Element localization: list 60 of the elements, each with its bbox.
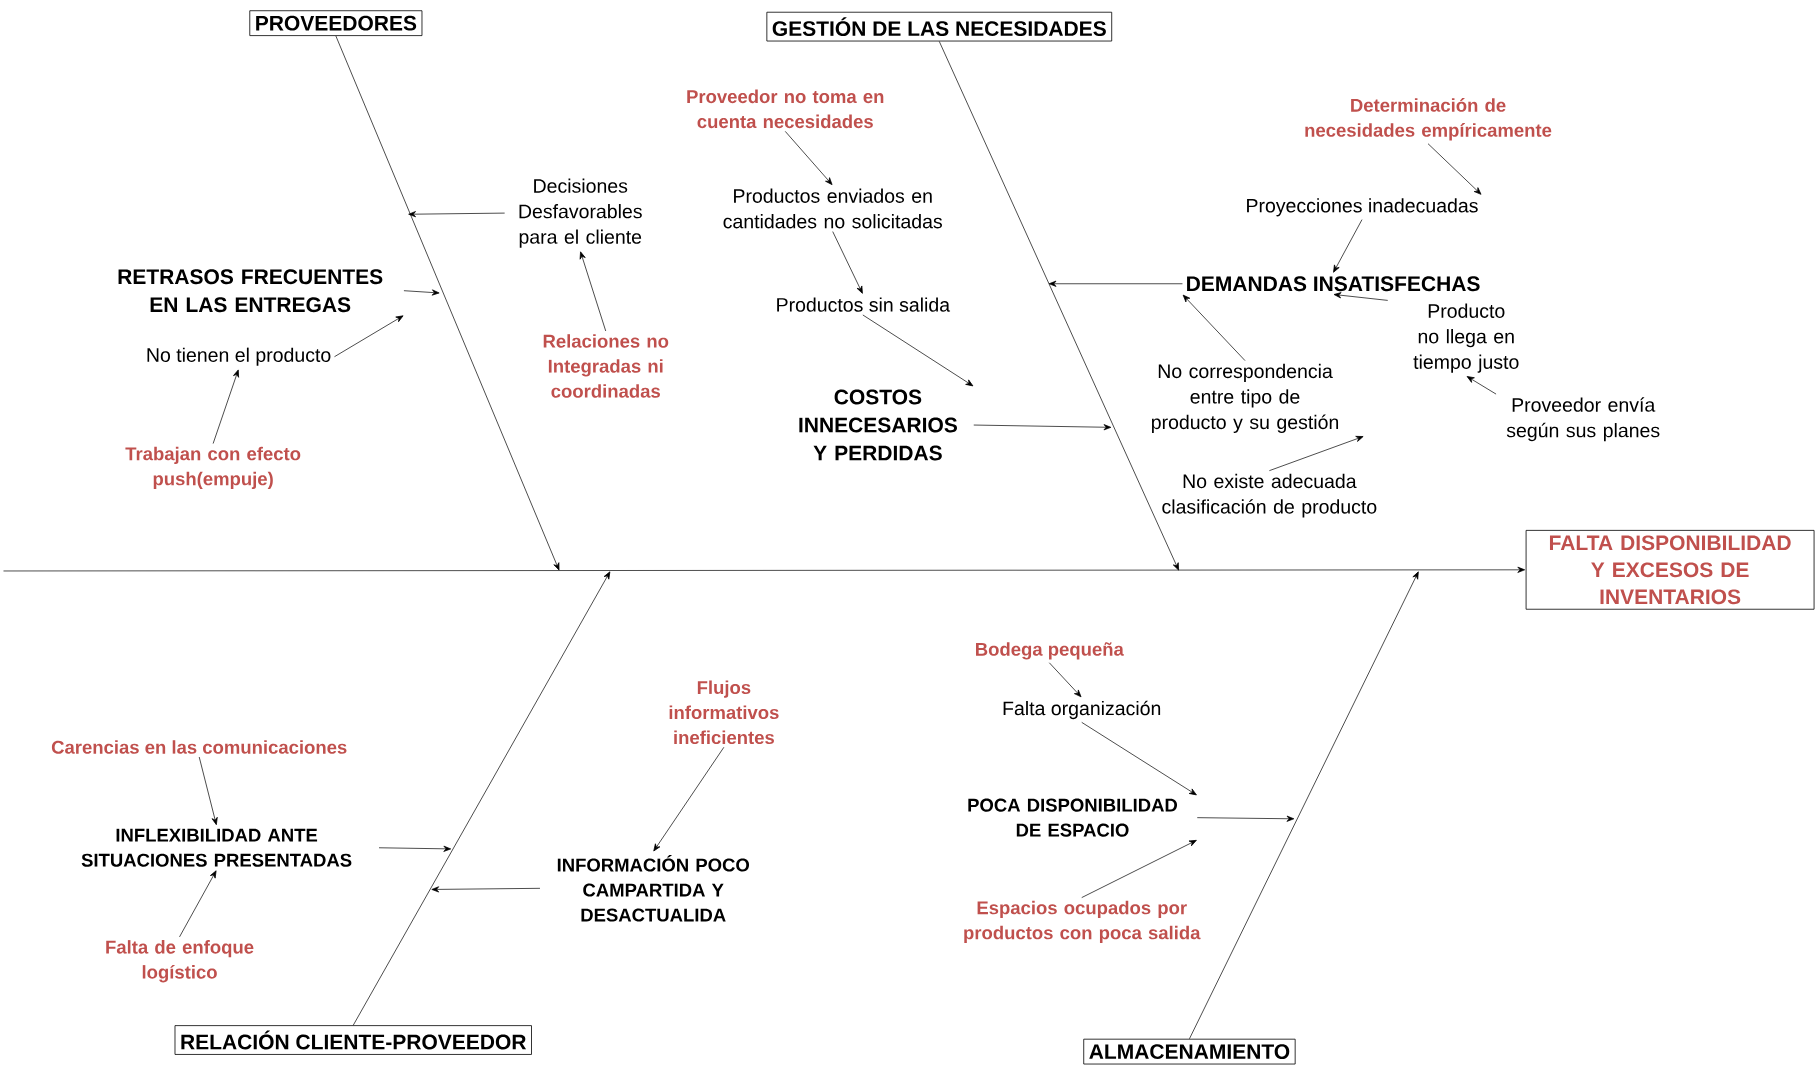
arrow [862,314,974,387]
category-box: GESTIÓN DE LAS NECESIDADES [766,11,1113,42]
cause-label: Producto no llega en tiempo justo [1413,303,1519,373]
arrow [784,131,833,185]
arrow [198,756,218,825]
problem-label: INFORMACIÓN POCO CAMPARTIDA Y DESACTUALIDA [557,855,750,922]
arrow [579,251,607,332]
cause-label: Proyecciones inadecuadas [1247,198,1478,217]
root-cause-label: Determinación de necesidades empíricamente [1305,98,1552,141]
arrow [334,315,404,358]
arrow [1466,376,1497,395]
cause-label: Productos sin salida [777,297,951,312]
bone-arrow [335,35,560,571]
root-cause-label: Bodega pequeña [976,642,1124,660]
bone-arrow [352,571,611,1026]
arrow [973,424,1112,431]
arrow [1048,280,1183,287]
root-cause-label: Trabajan con efecto push(empuje) [125,446,301,489]
arrow [832,231,863,294]
arrow [403,289,440,296]
arrow [408,211,505,218]
problem-label: COSTOS INNECESARIOS Y PERDIDAS [799,389,957,461]
root-cause-label: Relaciones no Integradas ni coordinadas [543,334,669,398]
arrow [1048,662,1082,698]
cause-label: No existe adecuada clasificación de producto [1162,473,1377,518]
root-cause-label: Falta de enfoque logístico [106,940,254,983]
cause-label: Productos enviados en cantidades no solicitadas [723,188,942,229]
effect-box: FALTA DISPONIBILIDAD Y EXCESOS DE INVENTARIOS [1525,529,1815,610]
arrow [179,870,217,938]
category-box: ALMACENAMIENTO [1083,1038,1296,1065]
spine-arrow [3,566,1526,573]
arrow [1196,815,1295,822]
arrow [431,886,541,893]
category-box: RELACIÓN CLIENTE-PROVEEDOR [174,1025,532,1055]
cause-label: No correspondencia entre tipo de producto y su gestión [1152,363,1339,433]
arrow [212,369,239,444]
cause-label: Falta organización [1003,700,1161,720]
bone-arrow [1189,571,1419,1040]
cause-label: No tienen el producto [147,347,331,366]
root-cause-label: Proveedor no toma en cuenta necesidades [687,89,884,129]
arrow [1333,292,1389,301]
category-box: PROVEEDORES [249,10,423,36]
problem-label: INFLEXIBILIDAD ANTE SITUACIONES PRESENTADAS [81,828,352,867]
arrow [1182,294,1246,361]
cause-label: Proveedor envía según sus planes [1506,397,1660,442]
arrow [1081,721,1197,796]
arrow [1427,143,1482,195]
cause-label: Decisiones Desfavorables para el cliente [519,178,642,248]
bone-arrow [938,41,1179,571]
arrow [1333,219,1363,273]
arrow [1081,839,1197,898]
arrow [1269,435,1364,471]
problem-label: POCA DISPONIBILIDAD DE ESPACIO [968,798,1178,837]
root-cause-label: Espacios ocupados por productos con poca salida [964,900,1201,943]
root-cause-label: Flujos informativos ineficientes [669,680,779,745]
problem-label: RETRASOS FRECUENTES EN LAS ENTREGAS [118,269,383,313]
problem-label: DEMANDAS INSATISFECHAS [1187,276,1480,292]
arrow [653,746,725,852]
arrow [378,845,452,852]
root-cause-label: Carencias en las comunicaciones [51,740,347,754]
